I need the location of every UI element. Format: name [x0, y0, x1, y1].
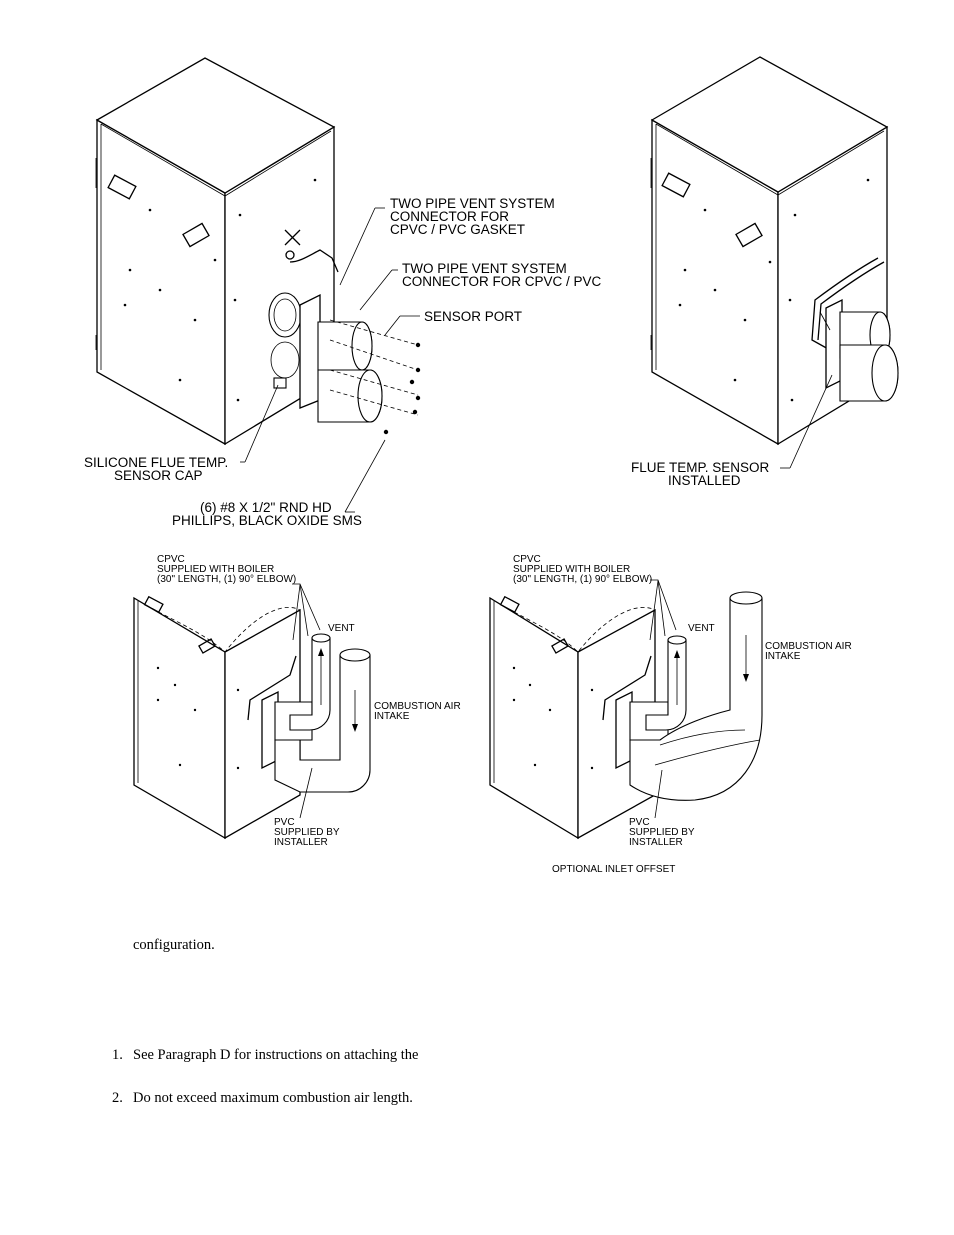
boiler-bottom-left — [133, 583, 371, 840]
label-cpvc-connector-1: TWO PIPE VENT SYSTEM — [402, 261, 567, 276]
bl-label-pvc-3: INSTALLER — [274, 837, 328, 848]
br-label-intake-2: INTAKE — [765, 651, 801, 662]
bl-label-cpvc-2: SUPPLIED WITH BOILER — [157, 564, 274, 575]
configuration-text: configuration. — [133, 937, 215, 953]
bl-label-cpvc-3: (30" LENGTH, (1) 90° ELBOW) — [157, 574, 296, 585]
br-label-vent: VENT — [688, 623, 715, 634]
br-caption: OPTIONAL INLET OFFSET — [552, 864, 675, 875]
label-sensor-installed-1: FLUE TEMP. SENSOR — [631, 460, 770, 475]
br-label-cpvc-3: (30" LENGTH, (1) 90° ELBOW) — [513, 574, 652, 585]
label-sensor-port: SENSOR PORT — [424, 309, 522, 324]
label-screws-1: (6) #8 X 1/2" RND HD — [200, 500, 332, 515]
br-label-pvc-1: PVC — [629, 817, 650, 828]
label-screws-2: PHILLIPS, BLACK OXIDE SMS — [172, 513, 362, 528]
br-label-cpvc-2: SUPPLIED WITH BOILER — [513, 564, 630, 575]
label-gasket-connector-1: TWO PIPE VENT SYSTEM — [390, 196, 555, 211]
list-item-2-number: 2. — [112, 1090, 123, 1106]
br-label-intake-1: COMBUSTION AIR — [765, 641, 852, 652]
list-item-1-text: See Paragraph D for instructions on atta… — [133, 1047, 419, 1063]
boiler-top-right — [650, 56, 899, 469]
bl-label-vent: VENT — [328, 623, 355, 634]
bl-label-cpvc-1: CPVC — [157, 554, 185, 565]
boiler-top-left — [95, 57, 421, 513]
bl-label-intake-2: INTAKE — [374, 711, 410, 722]
bl-label-intake-1: COMBUSTION AIR — [374, 701, 461, 712]
label-sensor-installed-2: INSTALLED — [668, 473, 741, 488]
list-item-1-number: 1. — [112, 1047, 123, 1063]
br-label-pvc-3: INSTALLER — [629, 837, 683, 848]
list-item-2-text: Do not exceed maximum combustion air len… — [133, 1090, 413, 1106]
label-silicone-cap-1: SILICONE FLUE TEMP. — [84, 455, 228, 470]
label-silicone-cap-2: SENSOR CAP — [114, 468, 203, 483]
venting-installation-drawing: TWO PIPE VENT SYSTEM CONNECTOR FOR CPVC … — [84, 56, 899, 875]
br-label-pvc-2: SUPPLIED BY — [629, 827, 695, 838]
bl-label-pvc-1: PVC — [274, 817, 295, 828]
br-label-cpvc-1: CPVC — [513, 554, 541, 565]
label-gasket-connector-3: CPVC / PVC GASKET — [390, 222, 525, 237]
boiler-bottom-right — [489, 579, 763, 840]
label-gasket-connector-2: CONNECTOR FOR — [390, 209, 509, 224]
label-cpvc-connector-2: CONNECTOR FOR CPVC / PVC — [402, 274, 602, 289]
bl-label-pvc-2: SUPPLIED BY — [274, 827, 340, 838]
